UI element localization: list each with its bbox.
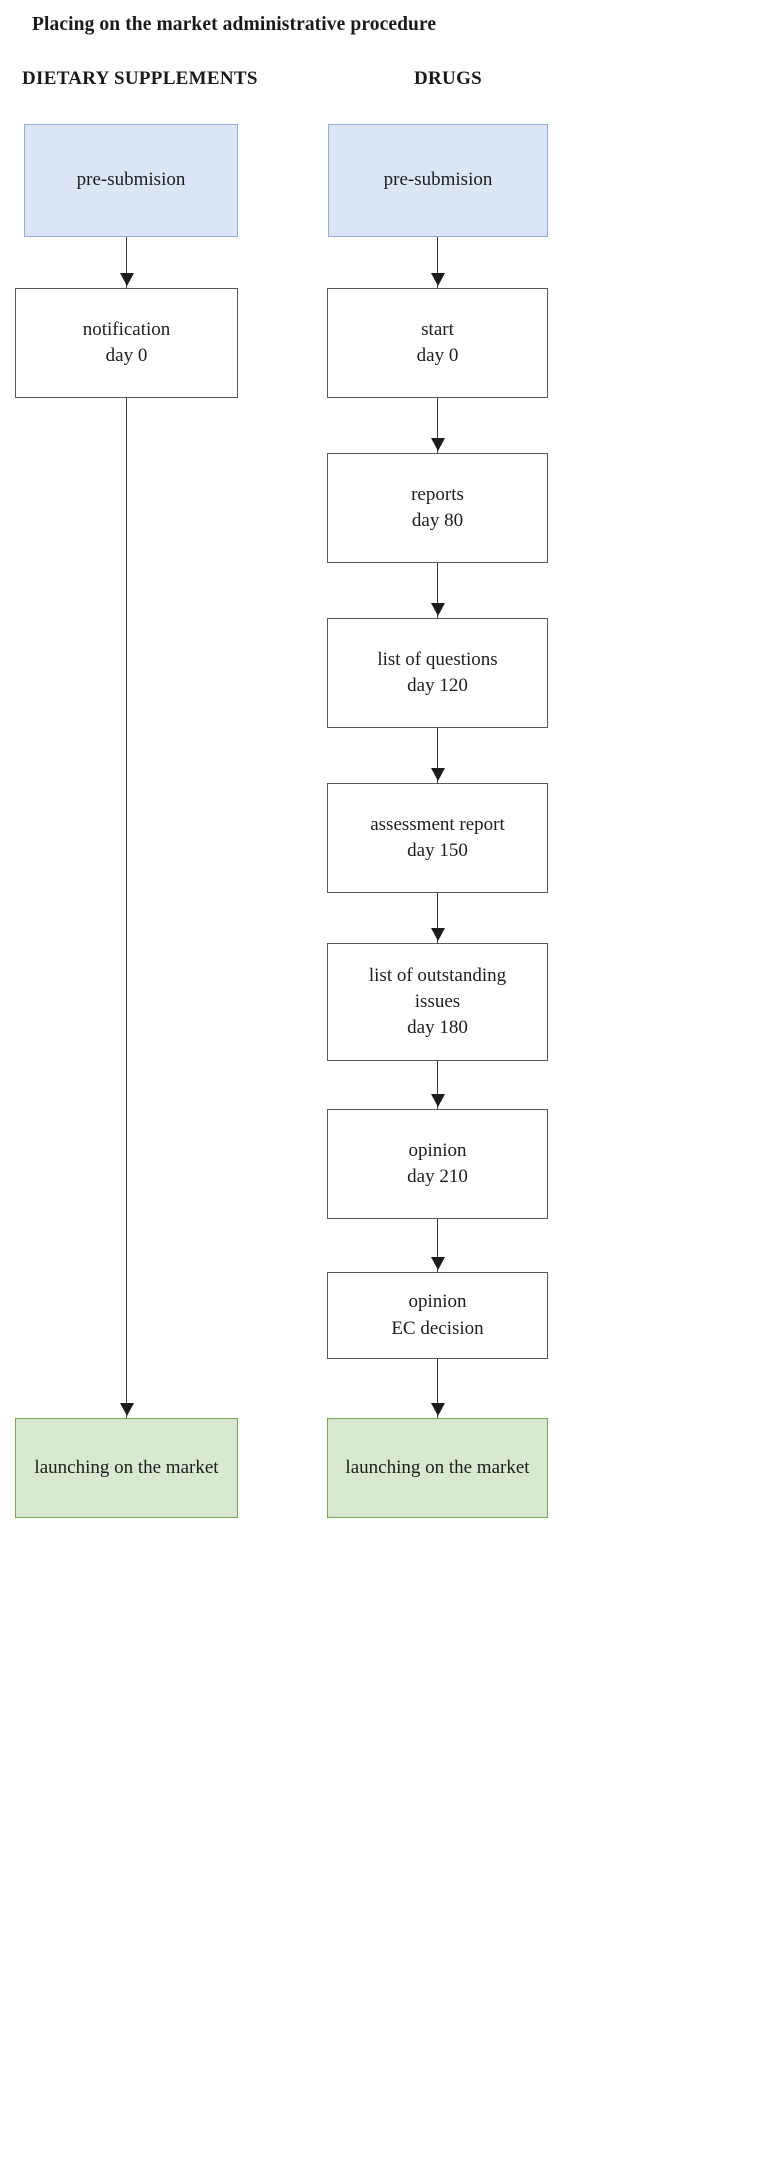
node-drugs-reports[interactable]: reports day 80 xyxy=(327,453,548,563)
arrowhead-drugs-3 xyxy=(430,603,445,616)
node-line-1: pre-submision xyxy=(383,169,493,191)
node-drugs-pre-submission[interactable]: pre-submision xyxy=(328,124,548,237)
node-line-2: day 210 xyxy=(407,1166,468,1187)
node-line-3: day 180 xyxy=(407,1017,468,1039)
connector-drugs-2 xyxy=(437,398,438,453)
connector-drugs-1 xyxy=(437,237,438,288)
arrowhead-drugs-6 xyxy=(430,1094,445,1107)
arrowhead-drugs-5 xyxy=(430,928,445,941)
node-line-2: day 80 xyxy=(411,510,464,531)
page-title: Placing on the market administrative pro… xyxy=(32,14,437,35)
node-line-1: opinion xyxy=(408,1291,467,1313)
node-line-1: launching on the market xyxy=(345,1456,530,1478)
node-line-1: pre-submision xyxy=(76,169,186,191)
node-line-2: day 0 xyxy=(416,345,459,366)
node-drugs-list-of-outstanding-issues[interactable]: list of outstanding issues day 180 xyxy=(327,943,548,1061)
node-line-1: list of outstanding xyxy=(368,964,507,986)
connector-drugs-4 xyxy=(437,728,438,783)
node-drugs-list-of-questions[interactable]: list of questions day 120 xyxy=(327,618,548,728)
arrowhead-drugs-7 xyxy=(430,1257,445,1270)
node-line-2: day 120 xyxy=(407,675,468,696)
node-line-1: start xyxy=(421,318,454,340)
column-header-dietary-supplements: DIETARY SUPPLEMENTS xyxy=(22,68,258,89)
connector-drugs-8 xyxy=(437,1359,438,1418)
connector-drugs-7 xyxy=(437,1219,438,1272)
node-dietary-notification[interactable]: notification day 0 xyxy=(15,288,238,398)
node-line-1: opinion xyxy=(408,1139,467,1161)
arrowhead-drugs-1 xyxy=(430,273,445,286)
node-line-2: day 150 xyxy=(407,840,468,861)
node-drugs-start[interactable]: start day 0 xyxy=(327,288,548,398)
connector-drugs-5 xyxy=(437,893,438,943)
node-line-1: list of questions xyxy=(377,648,498,670)
node-line-1: assessment report xyxy=(370,813,505,835)
node-line-1: notification xyxy=(82,318,171,340)
arrowhead-dietary-1 xyxy=(119,273,134,286)
arrowhead-drugs-2 xyxy=(430,438,445,451)
arrowhead-dietary-2 xyxy=(119,1403,134,1416)
node-drugs-launching[interactable]: launching on the market xyxy=(327,1418,548,1518)
connector-drugs-3 xyxy=(437,563,438,618)
node-line-1: reports xyxy=(411,483,464,505)
node-drugs-opinion-ec-decision[interactable]: opinion EC decision xyxy=(327,1272,548,1359)
arrowhead-drugs-8 xyxy=(430,1403,445,1416)
connector-drugs-6 xyxy=(437,1061,438,1109)
node-drugs-opinion-day-210[interactable]: opinion day 210 xyxy=(327,1109,548,1219)
connector-dietary-2 xyxy=(126,398,127,1418)
node-line-2: day 0 xyxy=(105,345,148,366)
node-drugs-assessment-report[interactable]: assessment report day 150 xyxy=(327,783,548,893)
node-line-2: EC decision xyxy=(391,1317,484,1339)
node-dietary-launching[interactable]: launching on the market xyxy=(15,1418,238,1518)
node-line-2: issues xyxy=(414,990,461,1012)
arrowhead-drugs-4 xyxy=(430,768,445,781)
column-header-drugs: DRUGS xyxy=(414,68,483,89)
node-line-1: launching on the market xyxy=(34,1456,219,1478)
node-dietary-pre-submission[interactable]: pre-submision xyxy=(24,124,238,237)
